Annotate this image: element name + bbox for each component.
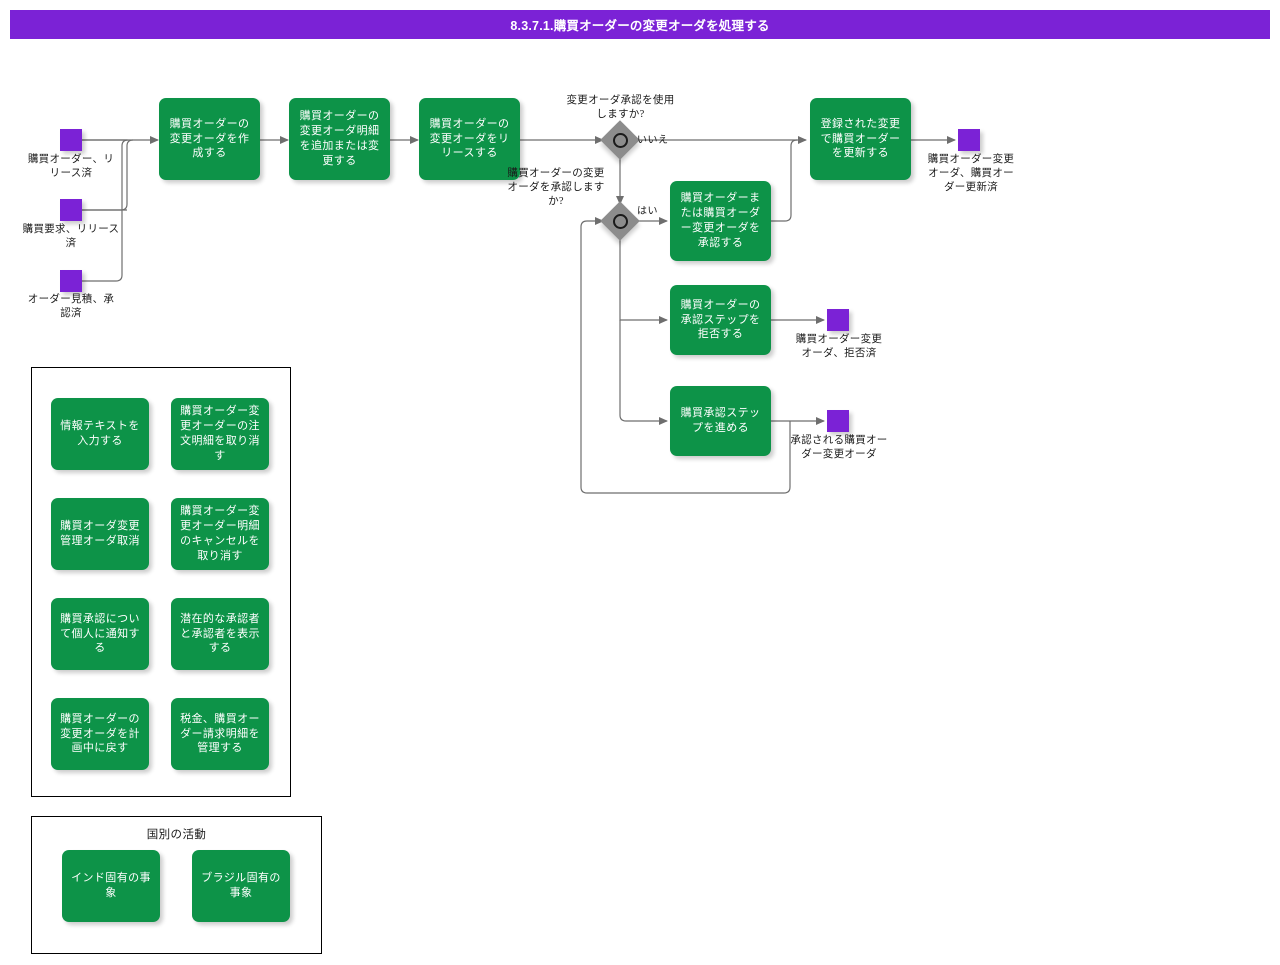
process-update-po-with-changes-label: 登録された変更で購買オーダーを更新する <box>820 117 901 160</box>
process-release-change-order-label: 購買オーダーの変更オーダをリリースする <box>429 117 510 160</box>
edge-label-no: いいえ <box>637 135 669 146</box>
end-event-po-updated-label: 購買オーダー変更オーダ、購買オーダー更新済 <box>927 154 1015 194</box>
start-event-po-released-label: 購買オーダー、リリース済 <box>27 154 115 180</box>
gateway-ring-icon <box>613 133 628 148</box>
start-event-po-released[interactable] <box>60 129 82 151</box>
start-event-quotation-approved-label: オーダー見積、承認済 <box>27 294 115 320</box>
page-title: 8.3.7.1.購買オーダーの変更オーダを処理する <box>510 19 770 33</box>
country-specific-panel-title: 国別の活動 <box>146 829 207 841</box>
activity-undo-line-cancellation[interactable]: 購買オーダー変更オーダー明細のキャンセルを取り消す <box>171 498 269 570</box>
activity-manage-tax-and-invoice-lines-label: 税金、購買オーダー請求明細を管理する <box>180 712 260 755</box>
activity-cancel-change-management-order-label: 購買オーダ変更管理オーダ取消 <box>60 520 140 547</box>
activity-brazil-specific-label: ブラジル固有の事象 <box>201 872 281 899</box>
activity-view-potential-approvers[interactable]: 潜在的な承認者と承認者を表示する <box>171 598 269 670</box>
process-add-or-modify-lines-label: 購買オーダーの変更オーダ明細を追加または変更する <box>299 110 380 167</box>
process-approve-po-or-change-order-label: 購買オーダーまたは購買オーダー変更オーダを承認する <box>680 192 761 249</box>
start-event-pr-released[interactable] <box>60 199 82 221</box>
gateway-use-change-order-approval-label: 変更オーダ承認を使用しますか? <box>566 95 675 121</box>
title-bar: 8.3.7.1.購買オーダーの変更オーダを処理する <box>10 10 1270 39</box>
activity-enter-info-text-label: 情報テキストを入力する <box>60 420 140 447</box>
end-event-change-order-rejected[interactable] <box>827 309 849 331</box>
activity-cancel-change-management-order[interactable]: 購買オーダ変更管理オーダ取消 <box>51 498 149 570</box>
activity-manage-tax-and-invoice-lines[interactable]: 税金、購買オーダー請求明細を管理する <box>171 698 269 770</box>
process-create-change-order-label: 購買オーダーの変更オーダを作成する <box>169 117 250 160</box>
process-advance-approval-step[interactable]: 購買承認ステップを進める <box>670 386 771 456</box>
country-specific-panel: 国別の活動 インド固有の事象 ブラジル固有の事象 <box>31 816 322 954</box>
end-event-po-updated[interactable] <box>958 129 980 151</box>
activity-cancel-order-lines-label: 購買オーダー変更オーダーの注文明細を取り消す <box>180 405 260 462</box>
process-reject-approval-step[interactable]: 購買オーダーの承認ステップを拒否する <box>670 285 771 355</box>
start-event-pr-released-label: 購買要求、リリース済 <box>22 224 120 250</box>
activity-enter-info-text[interactable]: 情報テキストを入力する <box>51 398 149 470</box>
activity-india-specific-label: インド固有の事象 <box>71 872 151 899</box>
process-create-change-order[interactable]: 購買オーダーの変更オーダを作成する <box>159 98 260 180</box>
activity-cancel-order-lines[interactable]: 購買オーダー変更オーダーの注文明細を取り消す <box>171 398 269 470</box>
end-event-change-order-approved[interactable] <box>827 410 849 432</box>
activity-return-change-order-to-planning-label: 購買オーダーの変更オーダを計画中に戻す <box>60 712 140 755</box>
gateway-approve-change-order-label: 購買オーダーの変更オーダを承認しますか? <box>507 168 605 208</box>
process-reject-approval-step-label: 購買オーダーの承認ステップを拒否する <box>680 298 761 341</box>
activity-notify-person-about-approval[interactable]: 購買承認について個人に通知する <box>51 598 149 670</box>
activity-notify-person-about-approval-label: 購買承認について個人に通知する <box>60 612 140 655</box>
end-event-change-order-approved-label: 承認される購買オーダー変更オーダ <box>790 435 888 461</box>
activity-india-specific[interactable]: インド固有の事象 <box>62 850 160 922</box>
end-event-change-order-rejected-label: 購買オーダー変更オーダ、拒否済 <box>795 334 883 360</box>
process-release-change-order[interactable]: 購買オーダーの変更オーダをリリースする <box>419 98 520 180</box>
activity-return-change-order-to-planning[interactable]: 購買オーダーの変更オーダを計画中に戻す <box>51 698 149 770</box>
activity-brazil-specific[interactable]: ブラジル固有の事象 <box>192 850 290 922</box>
process-add-or-modify-lines[interactable]: 購買オーダーの変更オーダ明細を追加または変更する <box>289 98 390 180</box>
process-advance-approval-step-label: 購買承認ステップを進める <box>680 407 761 434</box>
activity-panel: 情報テキストを入力する 購買オーダー変更オーダーの注文明細を取り消す 購買オーダ… <box>31 367 291 797</box>
activity-view-potential-approvers-label: 潜在的な承認者と承認者を表示する <box>180 612 260 655</box>
gateway-use-change-order-approval[interactable] <box>600 120 640 160</box>
gateway-ring-icon <box>613 214 628 229</box>
process-approve-po-or-change-order[interactable]: 購買オーダーまたは購買オーダー変更オーダを承認する <box>670 181 771 261</box>
gateway-approve-change-order[interactable] <box>600 201 640 241</box>
process-update-po-with-changes[interactable]: 登録された変更で購買オーダーを更新する <box>810 98 911 180</box>
edge-label-yes: はい <box>637 206 658 217</box>
start-event-quotation-approved[interactable] <box>60 270 82 292</box>
activity-undo-line-cancellation-label: 購買オーダー変更オーダー明細のキャンセルを取り消す <box>180 505 260 562</box>
